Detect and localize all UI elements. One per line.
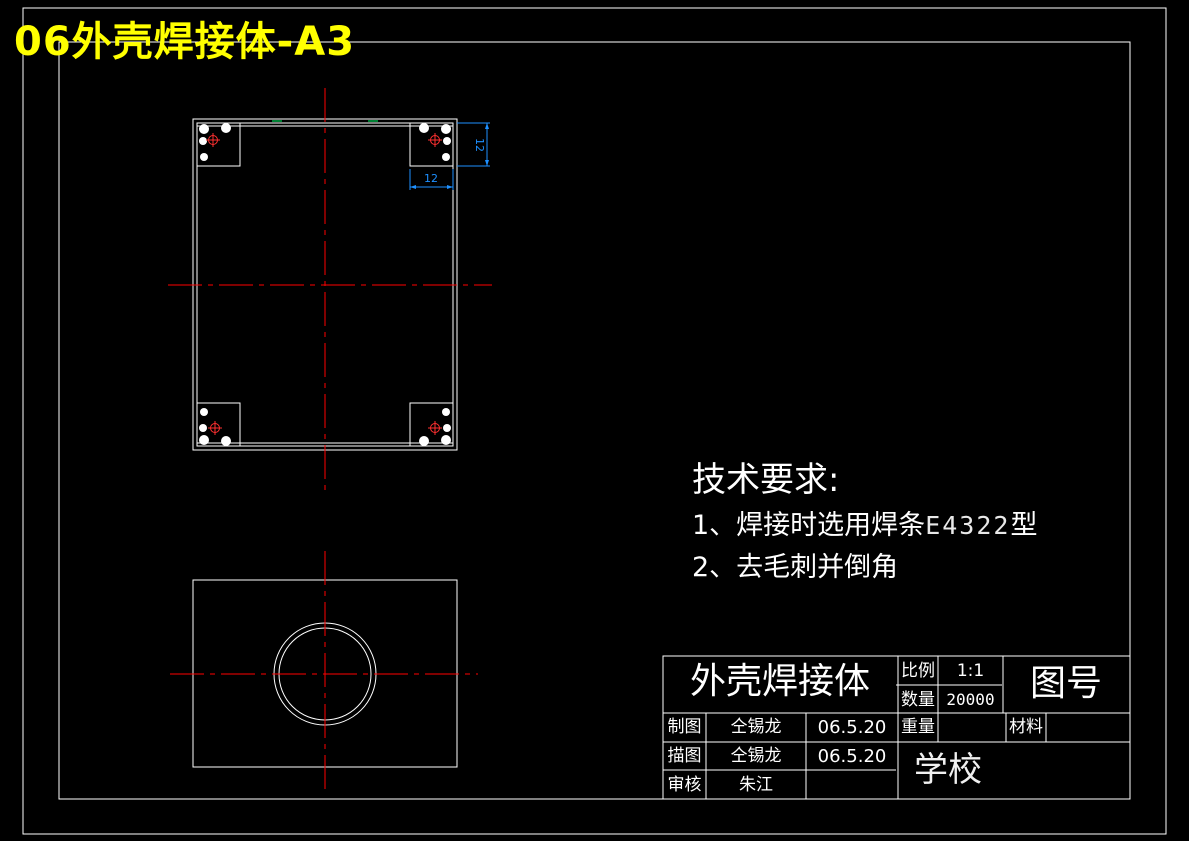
title-block-grid [662, 655, 1131, 800]
quantity-label: 数量 [901, 690, 935, 710]
title-block-part-name: 外壳焊接体 [689, 661, 870, 702]
scale-label: 比例 [901, 661, 935, 681]
school-label: 学校 [914, 750, 982, 790]
reviewed-by: 朱江 [739, 775, 773, 795]
sheet-title: 06外壳焊接体-A3 [14, 19, 356, 65]
traced-date: 06.5.20 [817, 746, 887, 767]
dimension-horizontal-value: 12 [424, 172, 438, 185]
dimension-horizontal [409, 169, 454, 190]
tech-requirement-2: 2、去毛刺并倒角 [692, 552, 899, 583]
drawing-number-label: 图号 [1029, 663, 1102, 704]
material-label: 材料 [1009, 717, 1043, 737]
tech-requirement-1: 1、焊接时选用焊条E4322型 [692, 508, 1037, 544]
corner-pad-top-left [196, 122, 241, 167]
drawn-date: 06.5.20 [817, 717, 887, 738]
corner-pad-bottom-right [409, 402, 454, 447]
outer-border [22, 7, 1167, 835]
drawn-label: 制图 [667, 717, 702, 737]
quantity-value: 20000 [946, 690, 995, 709]
drawn-by: 仝锡龙 [730, 717, 782, 737]
dimension-vertical [457, 122, 490, 167]
electrode-code: E4322 [925, 511, 1011, 540]
dimension-vertical-value: 12 [473, 138, 486, 152]
top-view [168, 88, 492, 492]
tech-requirements-heading: 技术要求: [692, 460, 840, 500]
scale-value: 1:1 [956, 661, 985, 681]
reviewed-label: 审核 [667, 775, 702, 795]
corner-pad-bottom-left [196, 402, 241, 447]
traced-label: 描图 [667, 746, 702, 766]
tech-requirement-1-text: 1、焊接时选用焊条 [692, 510, 926, 541]
inner-border [58, 41, 1131, 800]
front-view [170, 551, 478, 790]
traced-by: 仝锡龙 [730, 746, 782, 766]
corner-pad-top-right [409, 122, 454, 167]
tech-requirement-1-suffix: 型 [1010, 510, 1038, 541]
weight-label: 重量 [901, 717, 935, 737]
